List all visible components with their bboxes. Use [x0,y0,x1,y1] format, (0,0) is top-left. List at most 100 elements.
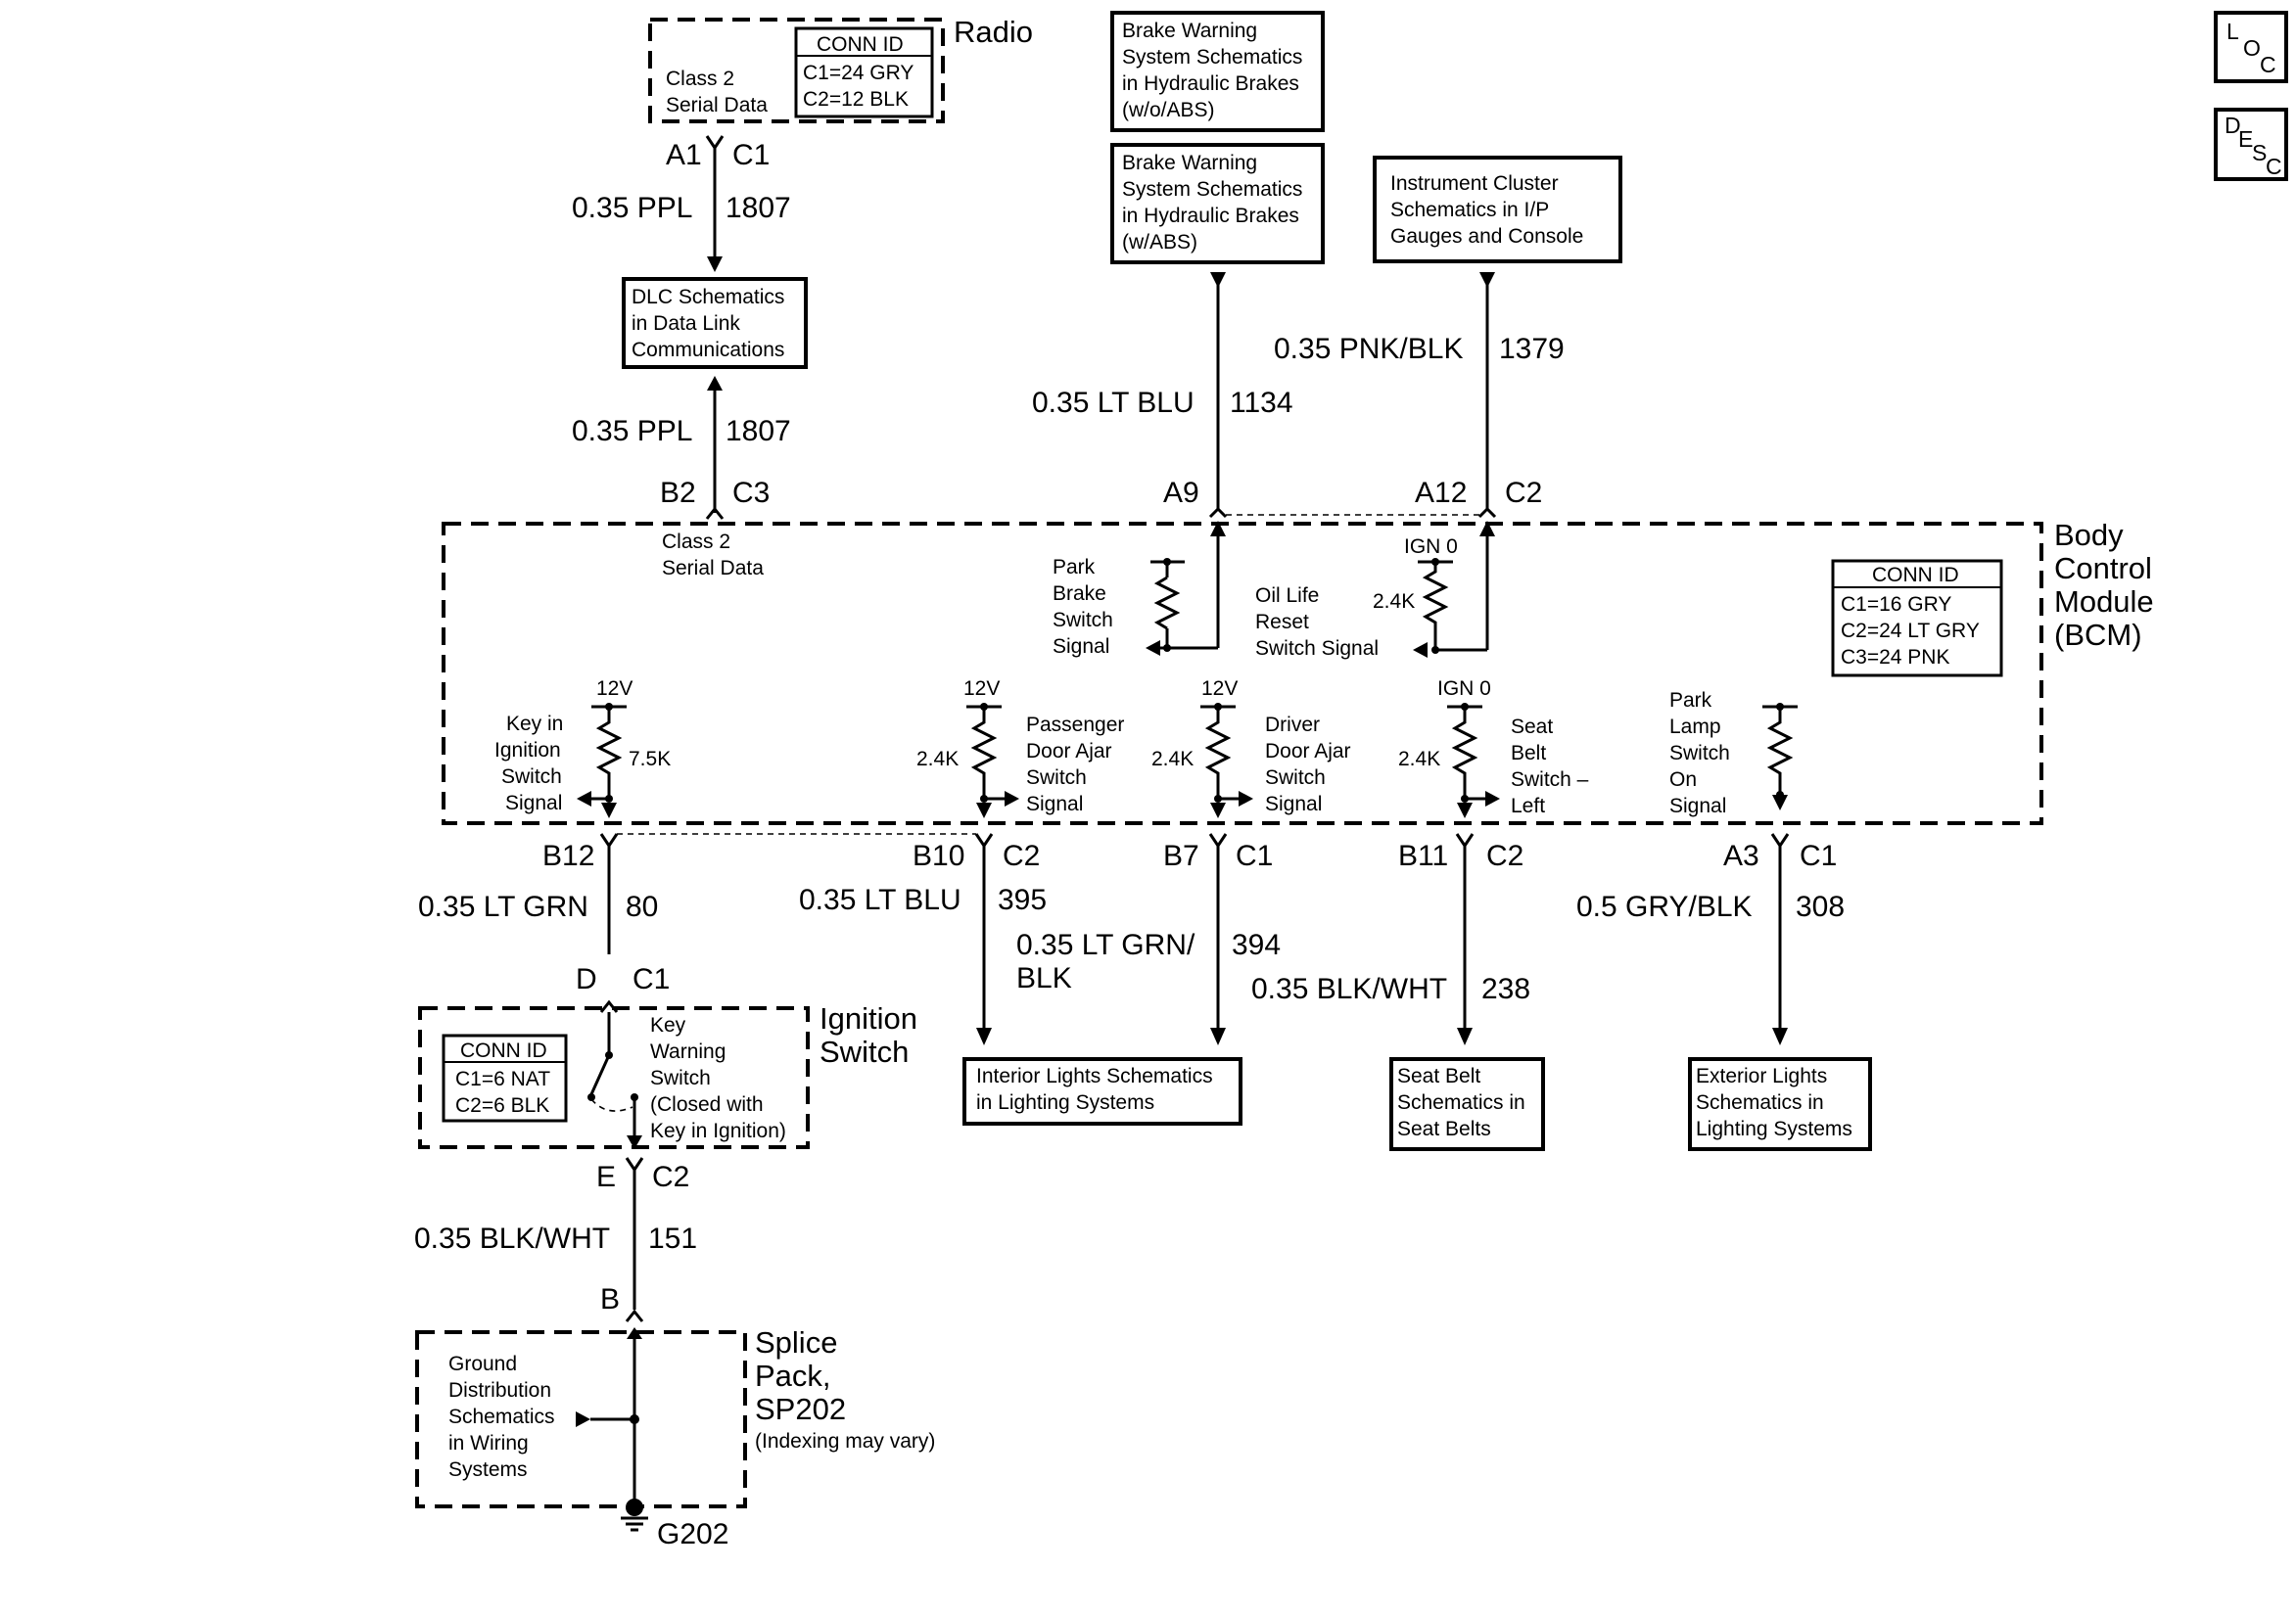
seatbelts-line2: Schematics in [1397,1091,1525,1114]
seat-belt-circuit [1447,703,1500,818]
ground-g202-label: G202 [657,1518,728,1550]
wire-1134-gauge: 0.35 LT BLU [1032,387,1195,419]
passenger-door-line4: Signal [1026,793,1083,815]
dlc-schematics-box[interactable] [622,277,808,369]
svg-text:E: E [2238,126,2253,152]
bcm-b10-conn-label: C2 [1003,840,1040,872]
interior-lights-box[interactable] [962,1057,1242,1126]
wire-394-gauge-line1: 0.35 LT GRN/ [1016,929,1195,961]
bcm-a3-conn-label: C1 [1800,840,1837,872]
wire-238-circuit: 238 [1481,973,1530,1005]
ground-line4: in Wiring [448,1432,529,1455]
bcm-a9-pin-label: A9 [1163,477,1199,509]
brake1-line1: Brake Warning [1122,20,1257,42]
cluster-line1: Instrument Cluster [1390,172,1559,195]
svg-text:O: O [2243,35,2261,61]
wire-238-gauge: 0.35 BLK/WHT [1251,973,1447,1005]
bcm-title3: Module [2054,584,2154,619]
park-lamp-line1: Park [1669,689,1712,712]
wire-151-circuit: 151 [648,1223,697,1255]
cluster-line3: Gauges and Console [1390,225,1583,248]
bcm-conn-id-table: CONN ID C1=16 GRY C2=24 LT GRY C3=24 PNK [1831,559,2003,677]
radio-conn-label: C1 [732,139,770,171]
wire-1379-gauge: 0.35 PNK/BLK [1274,333,1463,365]
key-in-ignition-circuit [577,703,627,818]
park-brake-line3: Switch [1053,609,1113,631]
seat-belt-resistor-value: 2.4K [1398,748,1440,770]
interior-line2: in Lighting Systems [976,1091,1154,1114]
key-in-line1: Key in [506,713,563,735]
seat-belt-line3: Switch – [1511,768,1589,791]
radio-conn-c1: C1=24 GRY [803,62,914,84]
driver-door-volt: 12V [1201,677,1238,700]
exterior-line2: Schematics in [1696,1091,1824,1114]
key-in-line2: Ignition [494,739,561,762]
ign-e-connector-symbol [625,1157,644,1173]
bcm-conn-title: CONN ID [1872,564,1959,586]
loc-button[interactable]: L O C [2214,11,2288,83]
wire-1379-circuit: 1379 [1499,333,1565,365]
radio-serial-line2: Serial Data [666,94,768,116]
park-brake-circuit [1146,521,1226,656]
radio-title: Radio [954,15,1033,49]
driver-door-line1: Driver [1265,714,1320,736]
key-warning-line3: Switch [650,1067,711,1089]
ground-line3: Schematics [448,1406,555,1428]
svg-text:D: D [2225,113,2241,138]
seat-belt-schematics-box[interactable] [1389,1057,1545,1151]
exterior-lights-box[interactable] [1688,1057,1872,1151]
arrow-to-cluster [1479,272,1495,288]
arrow-to-seat-belts [1457,1028,1473,1045]
radio-connector-symbol [705,135,725,151]
park-brake-line2: Brake [1053,582,1106,605]
ignition-conn-c1: C1=6 NAT [455,1068,550,1090]
wire-394-gauge-line2: BLK [1016,962,1072,994]
ignition-switch-box [418,1006,810,1149]
passenger-door-line2: Door Ajar [1026,740,1112,762]
ignition-title1: Ignition [820,1001,917,1036]
key-warning-line1: Key [650,1014,686,1037]
oil-life-circuit [1413,521,1495,658]
wire-395-gauge: 0.35 LT BLU [799,884,961,916]
brake2-line1: Brake Warning [1122,152,1257,174]
ign-c2-conn-label: C2 [652,1161,689,1193]
key-warning-line5: Key in Ignition) [650,1120,786,1142]
brake1-line3: in Hydraulic Brakes [1122,72,1299,95]
passenger-door-volt: 12V [963,677,1000,700]
bcm-a3-pin-label: A3 [1723,840,1759,872]
park-lamp-line2: Lamp [1669,716,1721,738]
park-lamp-circuit [1762,703,1798,810]
splice-title3: SP202 [755,1392,846,1426]
bcm-b7-connector-symbol [1208,833,1228,849]
brake-warning-no-abs-box[interactable] [1110,11,1325,132]
oil-life-line3: Switch Signal [1255,637,1379,660]
radio-serial-line1: Class 2 [666,68,734,90]
seat-belt-line1: Seat [1511,716,1553,738]
driver-door-circuit [1200,703,1253,818]
radio-conn-c2: C2=12 BLK [803,88,909,111]
wire-1807-upper-circuit: 1807 [726,192,791,224]
ignition-title2: Switch [820,1035,909,1069]
desc-button[interactable]: D E S C [2214,108,2288,181]
park-brake-line4: Signal [1053,635,1109,658]
bcm-b2-connector-symbol [705,506,725,520]
cluster-line2: Schematics in I/P [1390,199,1549,221]
wire-1807-lower-circuit: 1807 [726,415,791,447]
wire-308-circuit: 308 [1796,891,1845,923]
instrument-cluster-box[interactable] [1373,156,1622,263]
bcm-title2: Control [2054,551,2152,585]
brake1-line2: System Schematics [1122,46,1302,69]
key-warning-line2: Warning [650,1040,726,1063]
bcm-b11-connector-symbol [1455,833,1475,849]
interior-line1: Interior Lights Schematics [976,1065,1213,1087]
bcm-title1: Body [2054,518,2124,552]
splice-title2: Pack, [755,1359,831,1393]
passenger-door-resistor-value: 2.4K [916,748,959,770]
ground-line5: Systems [448,1458,528,1481]
key-in-line3: Switch [501,765,562,788]
driver-door-line4: Signal [1265,793,1322,815]
seat-belt-ign-label: IGN 0 [1437,677,1491,700]
brake-warning-abs-box[interactable] [1110,143,1325,264]
ign-c1-conn-label: C1 [633,963,670,995]
splice-title1: Splice [755,1325,837,1360]
